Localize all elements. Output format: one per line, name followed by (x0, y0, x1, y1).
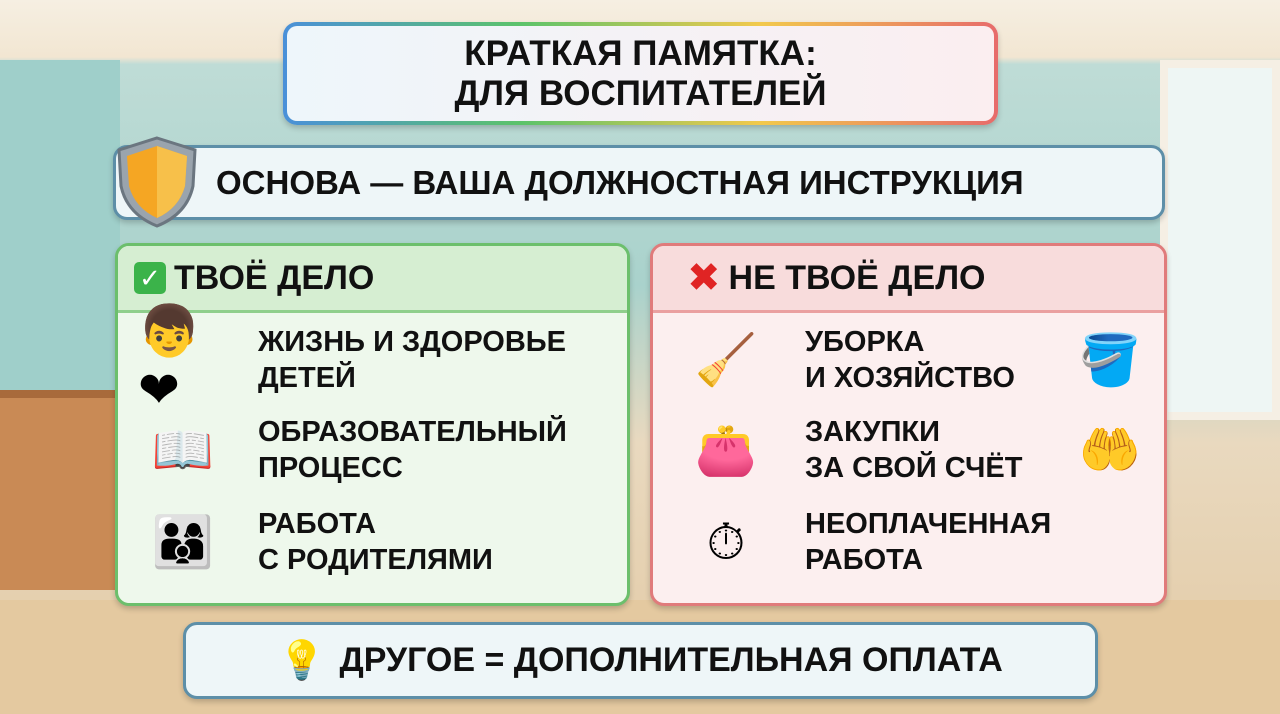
your-job-header: ✓ ТВОЁ ДЕЛО (118, 246, 627, 313)
title-line-1: КРАТКАЯ ПАМЯТКА: (464, 33, 817, 73)
list-item: 👨‍👩‍👦 РАБОТА С РОДИТЕЛЯМИ (138, 506, 493, 578)
hand-coin-icon: 🤲 (1078, 421, 1142, 478)
bucket-icon: 🪣 (1078, 331, 1142, 388)
item-line: НЕОПЛАЧЕННАЯ (805, 508, 1052, 540)
bottom-banner: 💡 ДРУГОЕ = ДОПОЛНИТЕЛЬНАЯ ОПЛАТА (183, 622, 1098, 699)
item-line: УБОРКА (805, 326, 925, 358)
your-job-title: ТВОЁ ДЕЛО (174, 258, 375, 297)
lightbulb-icon: 💡 (278, 639, 326, 682)
item-line: РАБОТА (258, 508, 376, 540)
item-line: С РОДИТЕЛЯМИ (258, 544, 493, 576)
item-line: ОБРАЗОВАТЕЛЬНЫЙ (258, 416, 567, 448)
family-icon: 👨‍👩‍👦 (151, 513, 215, 570)
your-job-panel: ✓ ТВОЁ ДЕЛО 👦❤ ЖИЗНЬ И ЗДОРОВЬЕ ДЕТЕЙ 📖 О… (115, 243, 630, 606)
list-item: 👦❤ ЖИЗНЬ И ЗДОРОВЬЕ ДЕТЕЙ (138, 302, 566, 418)
bottom-text: ДРУГОЕ = ДОПОЛНИТЕЛЬНАЯ ОПЛАТА (339, 641, 1003, 679)
teacher-book-icon: 📖 (151, 421, 215, 478)
item-line: ЗА СВОЙ СЧЁТ (805, 452, 1023, 484)
list-item: ⏱ НЕОПЛАЧЕННАЯ РАБОТА (681, 506, 1052, 578)
item-line: ЖИЗНЬ И ЗДОРОВЬЕ (258, 326, 566, 358)
title-banner: КРАТКАЯ ПАМЯТКА: ДЛЯ ВОСПИТАТЕЛЕЙ (283, 22, 998, 125)
item-line: ДЕТЕЙ (258, 362, 356, 394)
list-item: 👛 ЗАКУПКИ ЗА СВОЙ СЧЁТ 🤲 (681, 414, 1155, 486)
item-line: ПРОЦЕСС (258, 452, 403, 484)
list-item: 📖 ОБРАЗОВАТЕЛЬНЫЙ ПРОЦЕСС (138, 414, 567, 486)
list-item: 🧹 УБОРКА И ХОЗЯЙСТВО 🪣 (681, 324, 1155, 396)
shield-icon (117, 136, 197, 228)
cross-icon: ✖ (687, 256, 721, 300)
item-line: РАБОТА (805, 544, 923, 576)
basis-banner: ОСНОВА — ВАША ДОЛЖНОСТНАЯ ИНСТРУКЦИЯ (113, 145, 1165, 220)
background-window (1160, 60, 1280, 420)
basis-text: ОСНОВА — ВАША ДОЛЖНОСТНАЯ ИНСТРУКЦИЯ (216, 163, 1024, 201)
checkmark-icon: ✓ (134, 262, 166, 294)
child-heart-icon: 👦❤ (138, 302, 201, 418)
item-line: ЗАКУПКИ (805, 416, 940, 448)
not-your-job-title: НЕ ТВОЁ ДЕЛО (728, 258, 986, 297)
cleaning-icon: 🧹 (694, 331, 758, 388)
background-shelf (0, 390, 115, 590)
wallet-icon: 👛 (694, 421, 758, 478)
stopwatch-money-icon: ⏱ (706, 513, 746, 570)
not-your-job-panel: ✖ НЕ ТВОЁ ДЕЛО 🧹 УБОРКА И ХОЗЯЙСТВО 🪣 👛 З… (650, 243, 1167, 606)
not-your-job-header: ✖ НЕ ТВОЁ ДЕЛО (653, 246, 1164, 313)
item-line: И ХОЗЯЙСТВО (805, 362, 1015, 394)
title-line-2: ДЛЯ ВОСПИТАТЕЛЕЙ (454, 73, 827, 113)
